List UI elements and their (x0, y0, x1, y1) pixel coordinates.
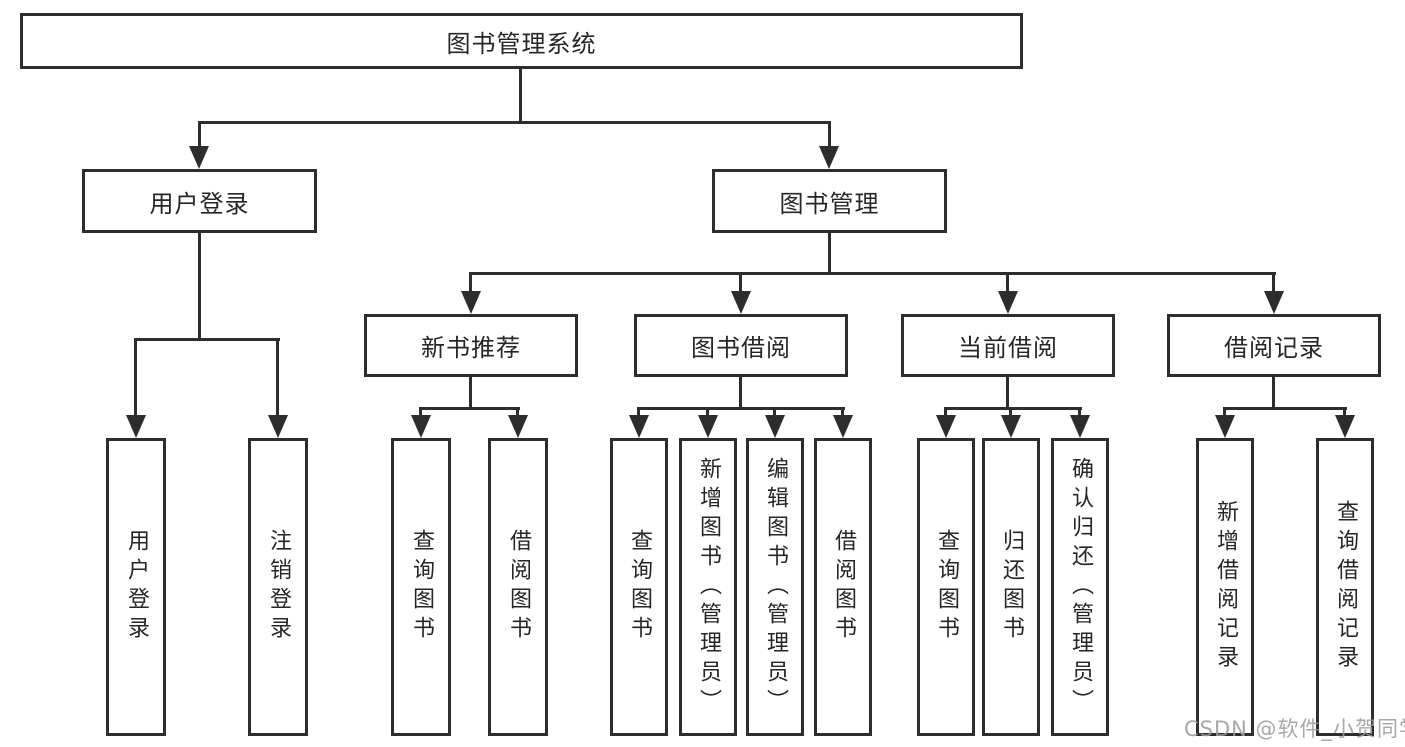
node-book-management: 图书管理 (712, 169, 947, 233)
arrowhead-leaf (1070, 415, 1090, 438)
arrowhead-book-borrow (731, 291, 751, 314)
node-label: 借阅记录 (1224, 334, 1324, 362)
node-label: 新书推荐 (421, 334, 521, 362)
connector-to-leaf (1223, 407, 1226, 417)
node-label: 当前借阅 (958, 334, 1058, 362)
connector-root-stem (519, 69, 522, 124)
connector-group1-branch (134, 338, 280, 341)
arrowhead-leaf (629, 415, 649, 438)
connector-to-leaf (419, 407, 422, 417)
arrowhead-borrow-records (1264, 291, 1284, 314)
leaf-label: 注销登录 (266, 529, 291, 645)
connector-group4-stem (1006, 377, 1009, 410)
connector-to-new-book (469, 272, 472, 293)
arrowhead-book-management (819, 146, 839, 169)
node-new-book-recommend: 新书推荐 (364, 314, 578, 377)
arrowhead-leaf (936, 415, 956, 438)
leaf-query-borrow-record: 查询借阅记录 (1316, 438, 1374, 736)
node-label: 用户登录 (149, 189, 250, 218)
connector-to-user-login (198, 121, 201, 148)
connector-group3-branch (637, 407, 845, 410)
connector-to-leaf (706, 407, 709, 417)
node-book-borrow: 图书借阅 (634, 314, 848, 377)
leaf-label: 查询图书 (934, 529, 959, 645)
leaf-add-borrow-record: 新增借阅记录 (1196, 438, 1254, 736)
connector-group1-stem (198, 233, 201, 339)
leaf-label: 查询图书 (409, 529, 434, 645)
leaf-query-books-recommend: 查询图书 (391, 438, 451, 736)
node-borrow-records: 借阅记录 (1167, 314, 1381, 377)
arrowhead-leaf (411, 415, 431, 438)
arrowhead-leaf-user-login (126, 415, 146, 438)
leaf-label: 编辑图书（管理员） (763, 456, 788, 718)
arrowhead-leaf (1215, 415, 1235, 438)
leaf-label: 借阅图书 (506, 529, 531, 645)
connector-level2-branch (198, 121, 831, 124)
leaf-borrow-books-recommend: 借阅图书 (488, 438, 548, 736)
leaf-logout-login: 注销登录 (248, 438, 308, 736)
leaf-label: 归还图书 (999, 529, 1024, 645)
leaf-user-login: 用户登录 (106, 438, 166, 736)
connector-group3-stem (739, 377, 742, 410)
connector-to-book-borrow (739, 272, 742, 293)
connector-to-current-borrow (1006, 272, 1009, 293)
leaf-query-books-current: 查询图书 (917, 438, 975, 736)
connector-group5-branch (1223, 407, 1347, 410)
leaf-label: 确认归还（管理员） (1068, 456, 1093, 718)
connector-to-book-management (828, 121, 831, 148)
node-user-login: 用户登录 (82, 169, 317, 233)
connector-level3-stem (828, 233, 831, 274)
node-root-library-system: 图书管理系统 (20, 13, 1023, 69)
connector-to-leaf (1343, 407, 1346, 417)
arrowhead-leaf (1001, 415, 1021, 438)
connector-to-leaf-logout (276, 338, 279, 417)
leaf-label: 查询借阅记录 (1333, 500, 1358, 674)
leaf-add-books-admin: 新增图书（管理员） (679, 438, 737, 736)
leaf-label: 新增图书（管理员） (696, 456, 721, 718)
arrowhead-leaf-logout (268, 415, 288, 438)
connector-to-leaf (1009, 407, 1012, 417)
node-label: 图书管理 (779, 189, 880, 218)
connector-to-leaf (637, 407, 640, 417)
node-label: 图书管理系统 (446, 29, 597, 58)
leaf-label: 借阅图书 (831, 529, 856, 645)
connector-group4-branch (944, 407, 1082, 410)
arrowhead-new-book (461, 291, 481, 314)
arrowhead-leaf (1335, 415, 1355, 438)
connector-to-leaf (773, 407, 776, 417)
connector-group5-stem (1272, 377, 1275, 410)
arrowhead-leaf (508, 415, 528, 438)
arrowhead-leaf (698, 415, 718, 438)
arrowhead-leaf (765, 415, 785, 438)
leaf-confirm-return-admin: 确认归还（管理员） (1051, 438, 1109, 736)
node-current-borrow: 当前借阅 (901, 314, 1115, 377)
leaf-return-books: 归还图书 (982, 438, 1040, 736)
connector-to-leaf (1078, 407, 1081, 417)
leaf-label: 新增借阅记录 (1213, 500, 1238, 674)
leaf-edit-books-admin: 编辑图书（管理员） (746, 438, 804, 736)
leaf-query-books-borrow-module: 查询图书 (610, 438, 668, 736)
connector-to-leaf (944, 407, 947, 417)
connector-to-leaf (516, 407, 519, 417)
connector-level3-branch (469, 272, 1276, 275)
arrowhead-current-borrow (998, 291, 1018, 314)
connector-to-leaf-user-login (134, 338, 137, 417)
arrowhead-leaf (833, 415, 853, 438)
arrowhead-user-login (189, 146, 209, 169)
connector-group2-stem (469, 377, 472, 410)
leaf-label: 用户登录 (124, 529, 149, 645)
connector-group2-branch (419, 407, 520, 410)
node-label: 图书借阅 (691, 334, 791, 362)
leaf-label: 查询图书 (627, 529, 652, 645)
connector-to-leaf (841, 407, 844, 417)
leaf-borrow-books: 借阅图书 (814, 438, 872, 736)
csdn-watermark: CSDN @软件_小贺同学 (1184, 717, 1405, 741)
connector-to-borrow-records (1272, 272, 1275, 293)
